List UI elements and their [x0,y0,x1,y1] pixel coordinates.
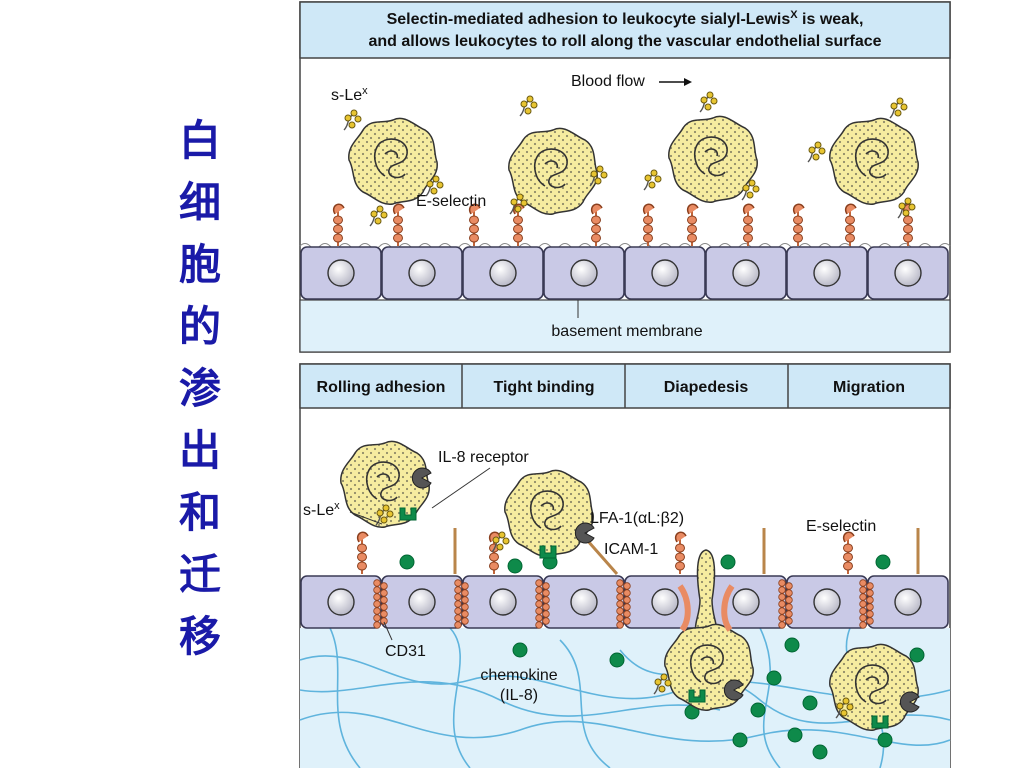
stage-migration: Migration [833,379,905,396]
endothelial-cell-row [300,246,949,300]
basement-membrane [299,299,951,353]
stage-tight-binding: Tight binding [493,379,594,396]
chemokine-label: chemokine [480,667,557,684]
e-selectin-label: E-selectin [416,193,486,210]
side-title: 白 细 胞 的 渗 出 和 迁 移 [150,110,250,668]
lfa1-label: LFA-1(αL:β2) [590,510,684,527]
side-title-char: 白 [178,116,221,165]
e-selectin-label: E-selectin [806,518,876,535]
diapedesis-leukocyte [653,549,755,712]
top-panel: Selectin-mediated adhesion to leukocyte … [299,1,951,353]
blood-flow-arrow [659,78,692,86]
side-title-char: 细 [178,178,221,227]
side-title-char: 移 [178,612,221,661]
bottom-panel: Rolling adhesion Tight binding Diapedesi… [299,363,951,768]
slex-label: s-Lex [331,85,368,104]
side-title-char: 和 [178,488,221,537]
icam1-label: ICAM-1 [604,541,658,558]
blood-flow-label: Blood flow [571,73,645,90]
stage-rolling-adhesion: Rolling adhesion [317,379,446,396]
side-title-char: 渗 [178,364,221,413]
side-title-char: 出 [178,426,221,475]
side-title-char: 胞 [178,240,221,289]
cd31-label: CD31 [385,643,426,660]
side-title-char: 迁 [178,550,221,599]
stage-diapedesis: Diapedesis [664,379,749,396]
extracellular-matrix-fibers [299,627,951,768]
top-panel-title: Selectin-mediated adhesion to leukocyte … [387,9,864,28]
top-panel-subtitle: and allows leukocytes to roll along the … [368,33,881,50]
il8-receptor-label: IL-8 receptor [438,449,529,466]
chemokine-molecules [399,554,925,760]
basement-membrane-label: basement membrane [551,323,702,340]
chemokine-sublabel: (IL-8) [500,687,538,704]
side-title-char: 的 [178,302,221,351]
slex-label: s-Lex [303,500,340,519]
icam-1-molecules [453,528,920,575]
